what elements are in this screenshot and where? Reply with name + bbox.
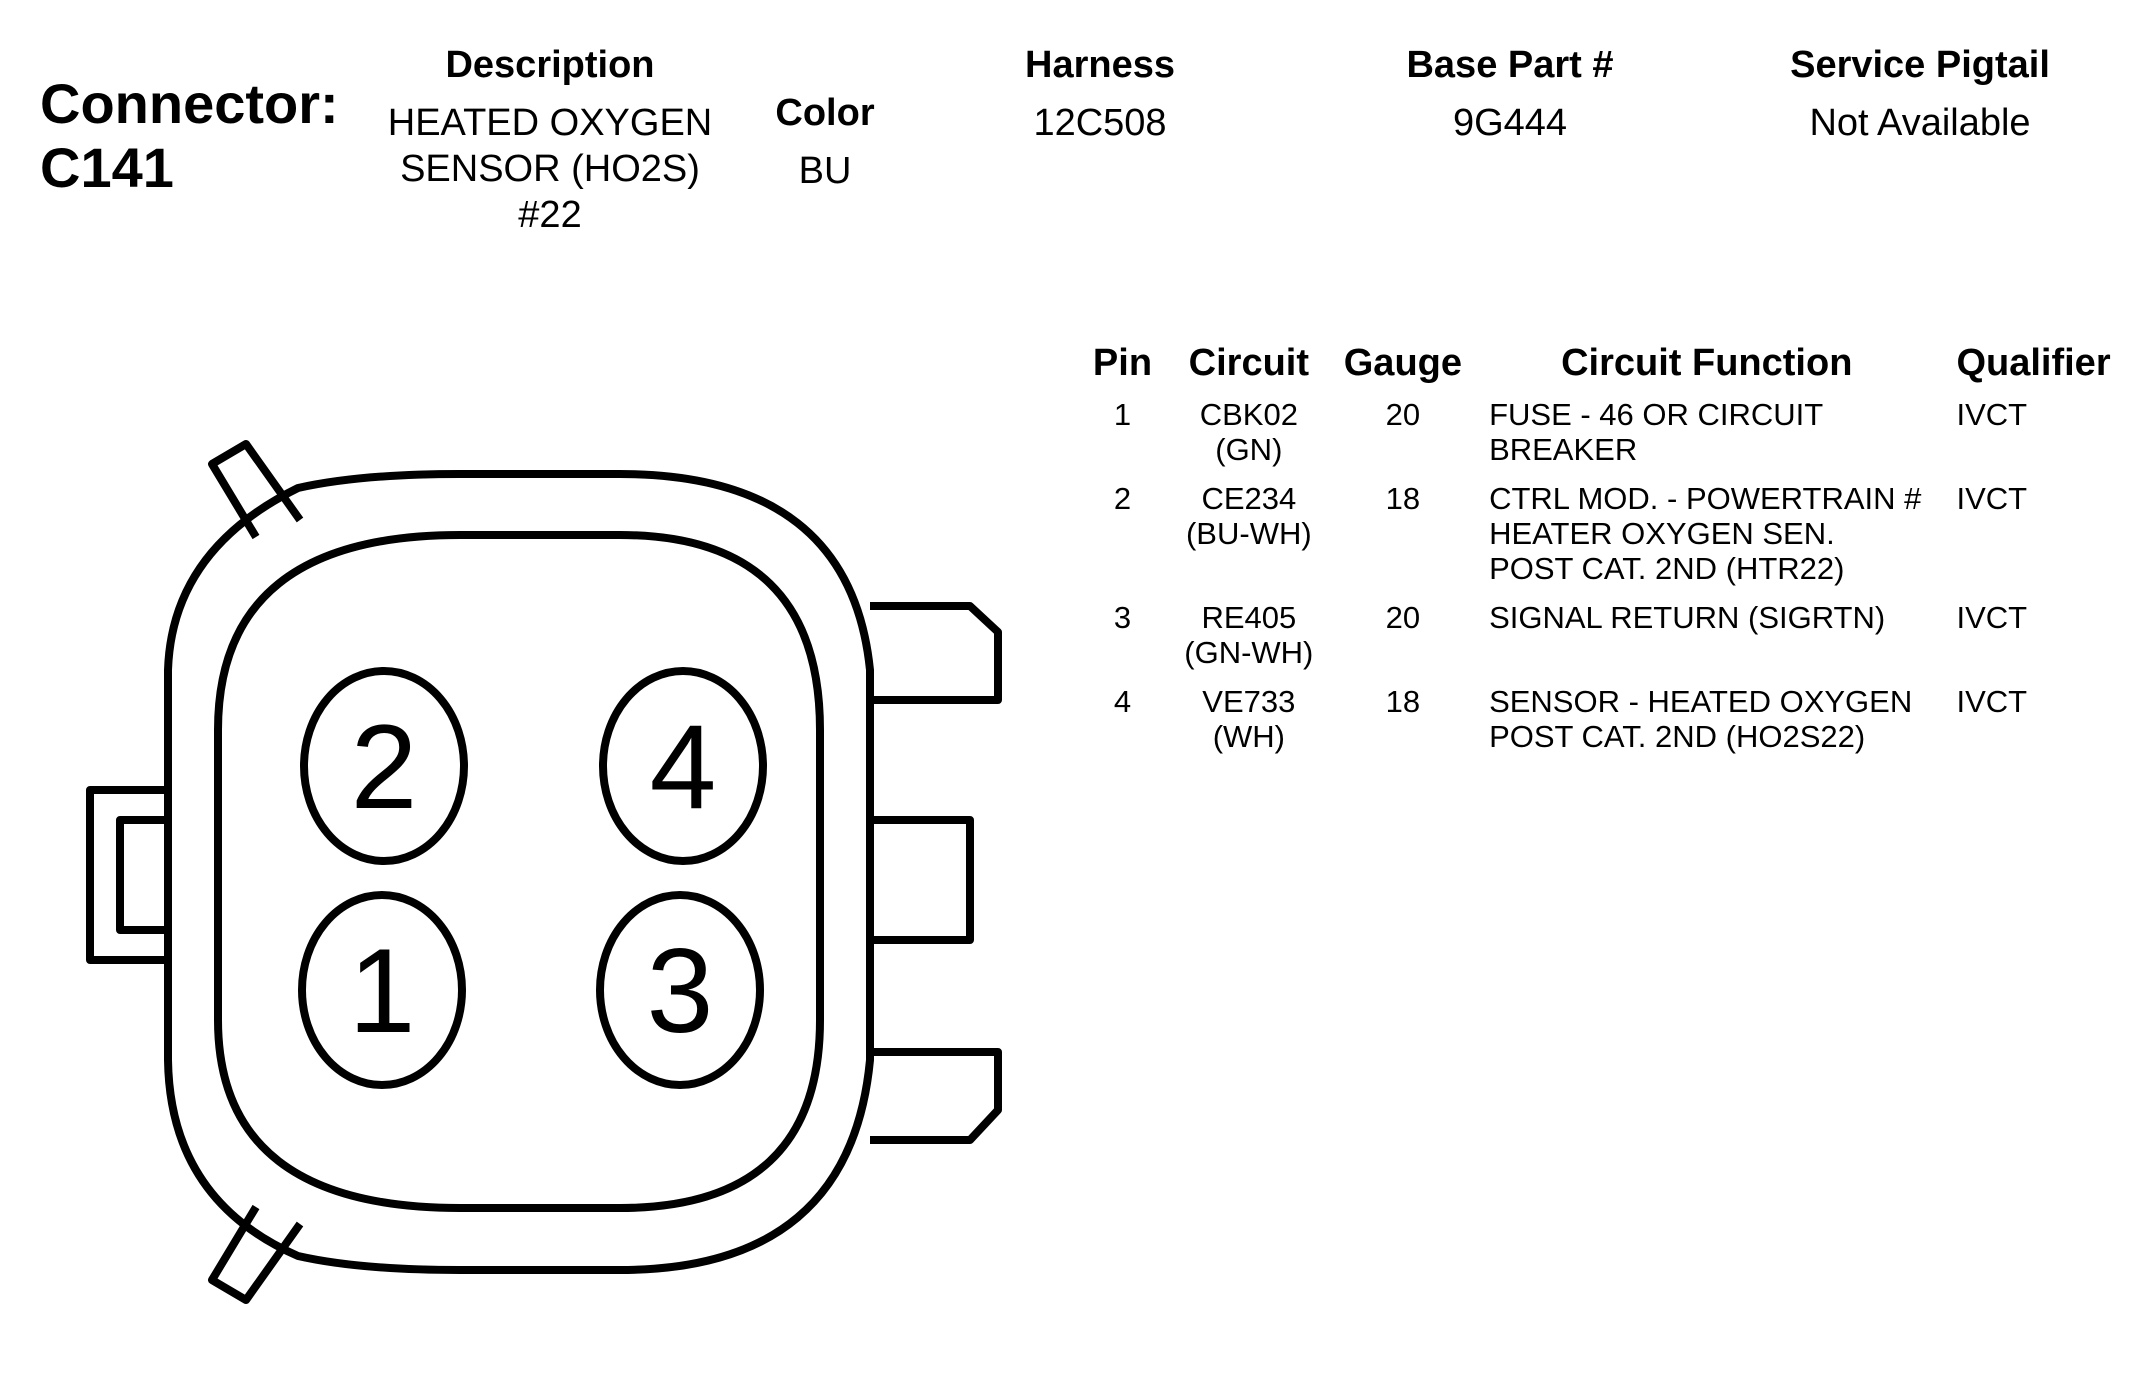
col-pin: Pin xyxy=(1092,342,1153,384)
description-value: HEATED OXYGEN SENSOR (HO2S) #22 xyxy=(387,102,713,236)
base-part-value: 9G444 xyxy=(1452,102,1568,144)
pin-label-3: 3 xyxy=(647,924,714,1058)
pin-cell: 4 xyxy=(1113,684,1132,719)
connector-face-diagram: 2 4 1 3 xyxy=(86,440,1002,1304)
circuit-cell: CBK02 (GN) xyxy=(1199,397,1298,467)
function-cell: SENSOR - HEATED OXYGEN POST CAT. 2ND (HO… xyxy=(1489,684,1913,754)
gauge-cell: 18 xyxy=(1385,481,1421,516)
description-header: Description xyxy=(445,44,655,86)
pin-cavity-4 xyxy=(599,667,767,865)
connector-inner-cavity xyxy=(214,531,824,1212)
pin-label-2: 2 xyxy=(351,700,418,834)
color-value: BU xyxy=(798,150,852,192)
qualifier-cell: IVCT xyxy=(1956,397,2028,432)
function-cell: CTRL MOD. - POWERTRAIN # HEATER OXYGEN S… xyxy=(1489,481,1922,586)
service-pigtail-value: Not Available xyxy=(1809,102,2031,144)
right-tab-lower xyxy=(870,1048,1002,1144)
table-row: 2 CE234 (BU-WH) 18 CTRL MOD. - POWERTRAI… xyxy=(1080,481,2133,600)
pin-table: Pin Circuit Gauge Circuit Function Quali… xyxy=(1080,338,2133,768)
latch-tab-bottom xyxy=(208,1204,304,1304)
col-circuit: Circuit xyxy=(1188,342,1310,384)
table-row: 1 CBK02 (GN) 20 FUSE - 46 OR CIRCUIT BRE… xyxy=(1080,397,2133,481)
gauge-cell: 20 xyxy=(1385,600,1421,635)
function-cell: SIGNAL RETURN (SIGRTN) xyxy=(1489,600,1886,635)
latch-tab-top xyxy=(208,440,304,540)
color-header: Color xyxy=(775,92,875,134)
pin-cell: 1 xyxy=(1113,397,1132,432)
pin-label-1: 1 xyxy=(349,924,416,1058)
harness-value: 12C508 xyxy=(1033,102,1167,144)
right-tab-middle xyxy=(870,816,974,944)
base-part-header: Base Part # xyxy=(1406,44,1614,86)
pin-label-4: 4 xyxy=(650,700,717,834)
table-row: 3 RE405 (GN-WH) 20 SIGNAL RETURN (SIGRTN… xyxy=(1080,600,2133,684)
pin-cell: 2 xyxy=(1113,481,1132,516)
table-row: 4 VE733 (WH) 18 SENSOR - HEATED OXYGEN P… xyxy=(1080,684,2133,768)
gauge-cell: 18 xyxy=(1385,684,1421,719)
left-lock-inner xyxy=(116,816,172,934)
qualifier-cell: IVCT xyxy=(1956,600,2028,635)
gauge-cell: 20 xyxy=(1385,397,1421,432)
service-pigtail-header: Service Pigtail xyxy=(1790,44,2050,86)
circuit-cell: VE733 (WH) xyxy=(1202,684,1296,754)
pin-table-header: Pin Circuit Gauge Circuit Function Quali… xyxy=(1080,338,2133,397)
harness-header: Harness xyxy=(1025,44,1175,86)
right-tab-upper xyxy=(870,602,1002,704)
col-gauge: Gauge xyxy=(1343,342,1462,384)
col-qualifier: Qualifier xyxy=(1956,342,2111,384)
connector-id: C141 xyxy=(40,136,174,199)
circuit-cell: RE405 (GN-WH) xyxy=(1184,600,1314,670)
connector-heading: Connector: C141 xyxy=(40,72,339,200)
pin-cavity-2 xyxy=(300,667,468,865)
connector-label: Connector: xyxy=(40,72,339,135)
pin-cavity-3 xyxy=(596,891,764,1089)
col-circuit-function: Circuit Function xyxy=(1561,342,1853,384)
pin-cell: 3 xyxy=(1113,600,1132,635)
qualifier-cell: IVCT xyxy=(1956,481,2028,516)
pin-cavity-1 xyxy=(298,891,466,1089)
connector-outer-shell xyxy=(164,470,874,1274)
function-cell: FUSE - 46 OR CIRCUIT BREAKER xyxy=(1489,397,1824,467)
circuit-cell: CE234 (BU-WH) xyxy=(1185,481,1312,551)
qualifier-cell: IVCT xyxy=(1956,684,2028,719)
left-lock-outer xyxy=(86,786,172,964)
